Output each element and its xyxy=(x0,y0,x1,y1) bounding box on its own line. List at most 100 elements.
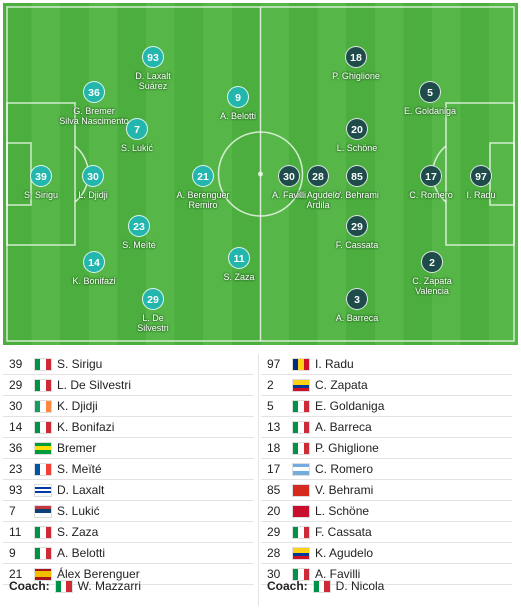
switzerland-flag-icon xyxy=(293,484,309,496)
lineup-row[interactable]: 93 D. Laxalt xyxy=(3,480,254,501)
player-name: C. Zapata Valencia xyxy=(412,276,452,296)
player-number: 18 xyxy=(345,46,367,68)
player-marker[interactable]: 29 L. De Silvestri xyxy=(98,288,208,333)
player-name[interactable]: S. Lukić xyxy=(57,504,100,518)
romania-flag-icon xyxy=(293,358,309,370)
player-name[interactable]: P. Ghiglione xyxy=(315,441,379,455)
shirt-number: 93 xyxy=(9,483,23,497)
player-name: L. Djidji xyxy=(78,190,108,200)
lineup-row[interactable]: 20 L. Schöne xyxy=(261,501,512,522)
player-name[interactable]: S. Sirigu xyxy=(57,357,103,371)
player-name[interactable]: C. Zapata xyxy=(315,378,368,392)
player-number: 36 xyxy=(83,81,105,103)
shirt-number: 23 xyxy=(9,462,23,476)
player-name[interactable]: E. Goldaniga xyxy=(315,399,385,413)
player-name[interactable]: L. Schöne xyxy=(315,504,370,518)
lineup-row[interactable]: 29 F. Cassata xyxy=(261,522,512,543)
shirt-number: 20 xyxy=(267,504,281,518)
lineup-row[interactable]: 30 A. Favilli xyxy=(261,564,512,585)
player-name[interactable]: S. Zaza xyxy=(57,525,99,539)
player-name[interactable]: I. Radu xyxy=(315,357,354,371)
shirt-number: 30 xyxy=(267,567,281,581)
ireland-flag-icon xyxy=(35,400,51,412)
player-name: P. Ghiglione xyxy=(332,71,380,81)
italy-flag-icon xyxy=(35,358,51,370)
player-name[interactable]: K. Djidji xyxy=(57,399,98,413)
player-name: K. Agudelo Ardila xyxy=(296,190,340,210)
player-name[interactable]: A. Belotti xyxy=(57,546,106,560)
lineup-row[interactable]: 23 S. Meïté xyxy=(3,459,254,480)
shirt-number: 29 xyxy=(267,525,281,539)
italy-flag-icon xyxy=(293,568,309,580)
player-name[interactable]: Bremer xyxy=(57,441,97,455)
player-name[interactable]: V. Behrami xyxy=(315,483,374,497)
player-name[interactable]: L. De Silvestri xyxy=(57,378,132,392)
player-name[interactable]: C. Romero xyxy=(315,462,374,476)
player-name[interactable]: A. Barreca xyxy=(315,420,372,434)
italy-flag-icon xyxy=(293,442,309,454)
player-number: 11 xyxy=(228,247,250,269)
coach-name: D. Nicola xyxy=(335,579,385,593)
player-name[interactable]: K. Agudelo xyxy=(315,546,374,560)
lineup-row[interactable]: 36 Bremer xyxy=(3,438,254,459)
colombia-flag-icon xyxy=(293,547,309,559)
player-name: S. Meïté xyxy=(122,240,156,250)
shirt-number: 21 xyxy=(9,567,23,581)
player-number: 23 xyxy=(128,215,150,237)
player-name[interactable]: D. Laxalt xyxy=(57,483,105,497)
player-name: A. Barreca xyxy=(335,313,379,323)
player-number: 30 xyxy=(278,165,300,187)
shirt-number: 36 xyxy=(9,441,23,455)
player-number: 7 xyxy=(126,118,148,140)
player-name[interactable]: Álex Berenguer xyxy=(57,567,140,581)
player-name[interactable]: K. Bonifazi xyxy=(57,420,115,434)
player-name: A. Berenguer Remiro xyxy=(176,190,230,210)
player-name[interactable]: S. Meïté xyxy=(57,462,102,476)
player-marker[interactable]: 23 S. Meïté xyxy=(84,215,194,250)
player-marker[interactable]: 18 P. Ghiglione xyxy=(301,46,411,81)
player-name[interactable]: F. Cassata xyxy=(315,525,372,539)
player-name: L. Schöne xyxy=(336,143,378,153)
player-name[interactable]: A. Favilli xyxy=(315,567,361,581)
pitch-markings xyxy=(6,6,515,342)
player-name: D. Laxalt Suárez xyxy=(135,71,171,91)
player-number: 29 xyxy=(142,288,164,310)
player-name: L. De Silvestri xyxy=(137,313,169,333)
lineup-row[interactable]: 21 Álex Berenguer xyxy=(3,564,254,585)
